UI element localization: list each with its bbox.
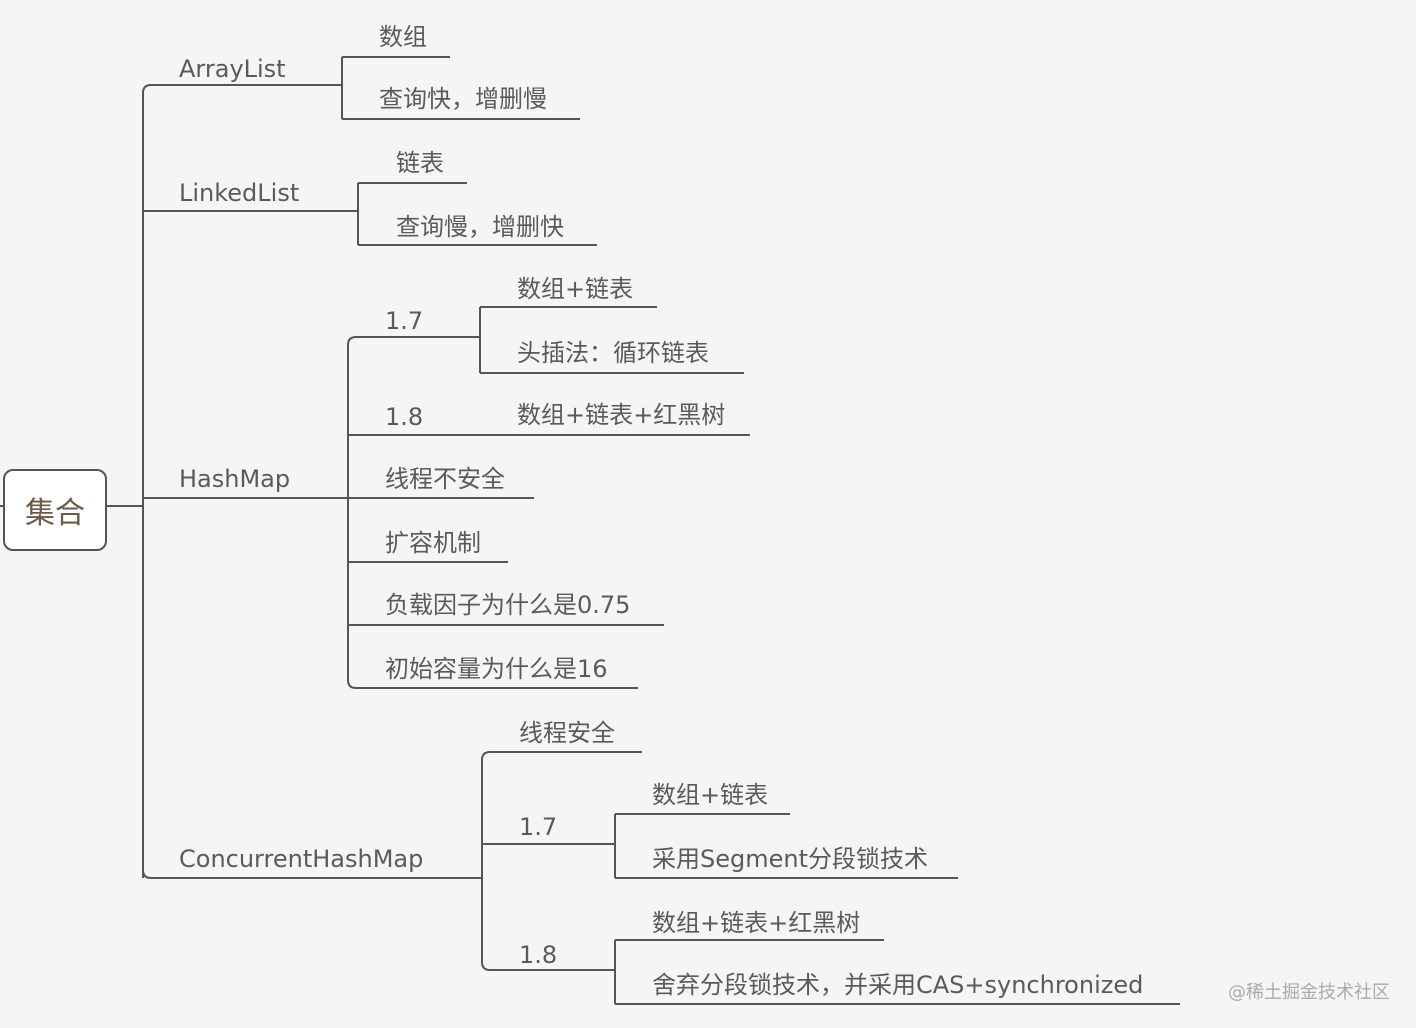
node-concurrenthashmap[interactable]: ConcurrentHashMap bbox=[179, 845, 424, 873]
node-hashmap-item[interactable]: 扩容机制 bbox=[385, 529, 481, 557]
node-chm-item[interactable]: 线程安全 bbox=[519, 719, 615, 747]
node-chm-1-8[interactable]: 1.8 bbox=[519, 941, 558, 969]
root-node[interactable]: 集合 bbox=[3, 469, 107, 551]
node-hashmap-1-7-child[interactable]: 头插法：循环链表 bbox=[517, 339, 709, 367]
node-hashmap-item[interactable]: 线程不安全 bbox=[385, 465, 505, 493]
node-linkedlist-child[interactable]: 查询慢，增删快 bbox=[396, 213, 564, 241]
node-chm-1-8-child[interactable]: 数组+链表+红黑树 bbox=[652, 909, 861, 937]
node-hashmap-item[interactable]: 负载因子为什么是0.75 bbox=[385, 591, 631, 619]
node-linkedlist-child[interactable]: 链表 bbox=[396, 149, 444, 177]
node-hashmap-1-8[interactable]: 1.8 bbox=[385, 403, 424, 431]
node-hashmap-1-8-child[interactable]: 数组+链表+红黑树 bbox=[517, 401, 726, 429]
node-linkedlist[interactable]: LinkedList bbox=[179, 179, 300, 207]
node-hashmap-1-7-child[interactable]: 数组+链表 bbox=[517, 275, 634, 303]
node-arraylist[interactable]: ArrayList bbox=[179, 55, 286, 83]
watermark: @稀土掘金技术社区 bbox=[1228, 982, 1390, 1003]
node-chm-1-7-child[interactable]: 数组+链表 bbox=[652, 781, 769, 809]
node-chm-1-7-child[interactable]: 采用Segment分段锁技术 bbox=[652, 845, 928, 873]
node-chm-1-7[interactable]: 1.7 bbox=[519, 813, 558, 841]
root-label: 集合 bbox=[25, 496, 85, 531]
node-chm-1-8-child[interactable]: 舍弃分段锁技术，并采用CAS+synchronized bbox=[652, 971, 1144, 999]
node-hashmap[interactable]: HashMap bbox=[179, 465, 291, 493]
node-arraylist-child[interactable]: 查询快，增删慢 bbox=[379, 85, 547, 113]
node-hashmap-item[interactable]: 初始容量为什么是16 bbox=[385, 655, 608, 683]
node-hashmap-1-7[interactable]: 1.7 bbox=[385, 307, 424, 335]
node-arraylist-child[interactable]: 数组 bbox=[379, 23, 427, 51]
